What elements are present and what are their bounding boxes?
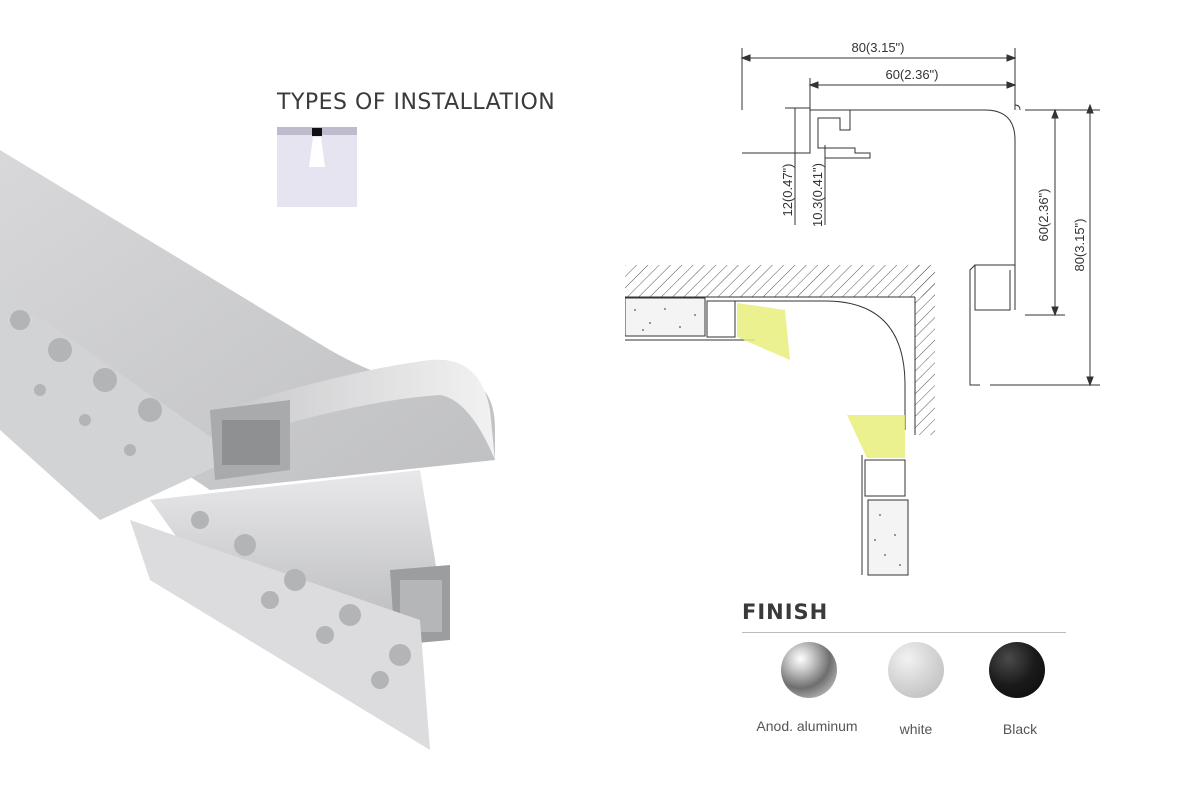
finish-label-white: white bbox=[899, 721, 933, 737]
dim-inner-width: 60(2.36") bbox=[885, 67, 938, 82]
swatch-white[interactable] bbox=[888, 642, 944, 698]
dim-total-width: 80(3.15") bbox=[851, 40, 904, 55]
swatch-black[interactable] bbox=[989, 642, 1045, 698]
installation-section-view bbox=[625, 265, 935, 576]
installation-title: TYPES OF INSTALLATION bbox=[277, 90, 556, 115]
dim-channel-height: 10.3(0.41") bbox=[810, 163, 825, 227]
finish-divider bbox=[742, 632, 1066, 633]
finish-label-anodized: Anod. aluminum bbox=[756, 718, 858, 734]
finish-label-black: Black bbox=[1002, 721, 1038, 737]
dim-total-height: 80(3.15") bbox=[1072, 218, 1087, 271]
dim-inner-height: 60(2.36") bbox=[1036, 188, 1051, 241]
product-render bbox=[0, 150, 495, 750]
recessed-install-icon bbox=[277, 127, 357, 207]
dimension-drawing: 80(3.15") 60(2.36") 12(0.47") 10.3(0.41"… bbox=[740, 40, 1100, 387]
dim-lip-height: 12(0.47") bbox=[780, 163, 795, 216]
finish-title: FINISH bbox=[742, 600, 829, 624]
swatch-anodized-aluminum[interactable] bbox=[781, 642, 837, 698]
